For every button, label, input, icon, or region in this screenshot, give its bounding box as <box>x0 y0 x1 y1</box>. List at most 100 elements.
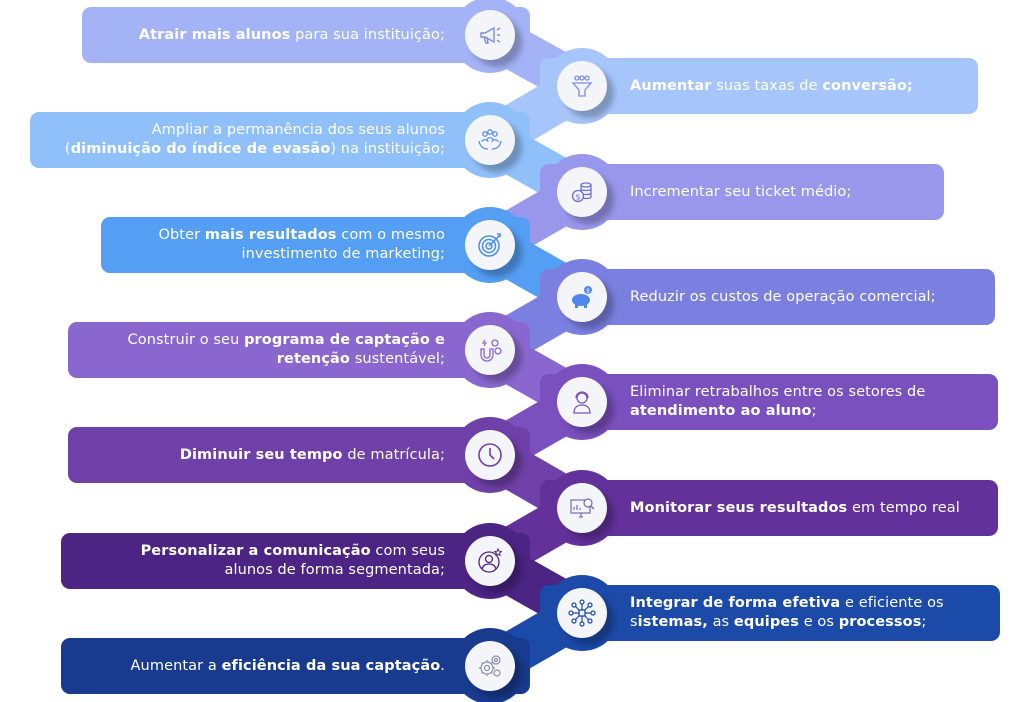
bold-segment: Integrar de forma efetiva <box>630 595 841 611</box>
benefit-text-line: Aumentar suas taxas de conversão; <box>630 77 913 96</box>
benefit-text: Ampliar a permanência dos seus alunos (di… <box>65 121 445 159</box>
benefit-text-line: investimento de marketing; <box>158 245 445 264</box>
benefit-text-line: Diminuir seu tempo de matrícula; <box>180 446 445 465</box>
text-segment: de matrícula; <box>342 446 445 463</box>
text-segment: ) na instituição; <box>330 141 445 157</box>
benefit-text-line: retenção sustentável; <box>128 350 445 369</box>
benefit-text: Reduzir os custos de operação comercial; <box>630 288 936 307</box>
text-segment: suas taxas de <box>711 77 823 94</box>
text-segment: Obter <box>158 227 205 243</box>
benefit-text-line: sistemas, as equipes e os processos; <box>630 613 944 632</box>
benefit-item-4: Incrementar seu ticket médio; <box>540 164 944 220</box>
benefit-item-6: Reduzir os custos de operação comercial; <box>540 269 995 325</box>
text-segment: com seus <box>370 543 445 559</box>
benefit-text-line: Ampliar a permanência dos seus alunos <box>65 121 445 140</box>
bold-segment: processos <box>838 614 922 630</box>
benefit-text-line: Aumentar a eficiência da sua captação. <box>131 657 445 676</box>
benefit-text-line: Integrar de forma efetiva e eficiente os <box>630 594 944 613</box>
benefit-item-13: Aumentar a eficiência da sua captação. <box>61 638 530 694</box>
text-segment: com o mesmo <box>336 227 445 243</box>
benefit-item-2: Aumentar suas taxas de conversão; <box>540 58 978 114</box>
benefit-text-line: Personalizar a comunicação com seus <box>141 542 445 561</box>
bold-segment: istemas, <box>637 614 708 630</box>
benefit-text: Aumentar a eficiência da sua captação. <box>131 657 445 676</box>
network-icon <box>557 588 607 638</box>
benefit-text: Atrair mais alunos para sua instituição; <box>139 26 445 45</box>
bold-segment: conversão; <box>822 77 913 94</box>
bold-segment: Aumentar <box>630 77 712 94</box>
user-star-icon <box>465 536 515 586</box>
text-segment: . <box>440 657 445 674</box>
text-segment: e eficiente os <box>840 595 944 611</box>
text-segment: e os <box>798 614 839 630</box>
text-segment: investimento de marketing; <box>241 246 445 262</box>
text-segment: Reduzir os custos de operação comercial; <box>630 288 936 305</box>
text-segment: ; <box>811 403 817 419</box>
benefit-text: Diminuir seu tempo de matrícula; <box>180 446 445 465</box>
text-segment: em tempo real <box>847 499 960 516</box>
benefit-text: Eliminar retrabalhos entre os setores de… <box>630 383 925 421</box>
text-segment: Construir o seu <box>127 332 245 348</box>
text-segment: ( <box>64 141 71 157</box>
text-segment: as <box>707 614 734 630</box>
target-icon <box>465 220 515 270</box>
benefit-text-line: Obter mais resultados com o mesmo <box>158 226 445 245</box>
gears-icon <box>465 641 515 691</box>
bold-segment: Atrair mais alunos <box>138 26 291 43</box>
monitor-analytics-icon <box>557 483 607 533</box>
benefit-text: Monitorar seus resultados em tempo real <box>630 499 960 518</box>
megaphone-icon <box>465 10 515 60</box>
text-segment: Ampliar a permanência dos seus alunos <box>151 122 445 138</box>
bold-segment: Personalizar a comunicação <box>140 543 371 559</box>
support-agent-icon <box>557 377 607 427</box>
bold-segment: programa de captação e <box>244 332 445 348</box>
magnet-people-icon <box>465 325 515 375</box>
benefit-text-line: (diminuição do índice de evasão) na inst… <box>65 140 445 159</box>
benefit-item-12: Integrar de forma efetiva e eficiente os… <box>540 585 1000 641</box>
benefit-item-9: Diminuir seu tempo de matrícula; <box>68 427 530 483</box>
coins-icon: $ <box>557 167 607 217</box>
piggy-bank-icon: $ <box>557 272 607 322</box>
people-hands-icon <box>465 115 515 165</box>
svg-text:$: $ <box>575 193 580 202</box>
benefit-text: Integrar de forma efetiva e eficiente os… <box>630 594 944 632</box>
benefit-text-line: Monitorar seus resultados em tempo real <box>630 499 960 518</box>
bold-segment: diminuição do índice de evasão <box>70 141 331 157</box>
bold-segment: Diminuir seu tempo <box>179 446 343 463</box>
text-segment: para sua instituição; <box>290 26 445 43</box>
benefit-item-8: Eliminar retrabalhos entre os setores de… <box>540 374 998 430</box>
benefit-item-3: Ampliar a permanência dos seus alunos (di… <box>30 112 530 168</box>
bold-segment: retenção <box>276 351 350 367</box>
text-segment: Eliminar retrabalhos entre os setores de <box>630 384 926 400</box>
benefit-text-line: Reduzir os custos de operação comercial; <box>630 288 936 307</box>
benefit-text: Aumentar suas taxas de conversão; <box>630 77 913 96</box>
benefit-text-line: alunos de forma segmentada; <box>141 561 445 580</box>
text-segment: sustentável; <box>350 351 445 367</box>
clock-icon <box>465 430 515 480</box>
bold-segment: mais resultados <box>204 227 337 243</box>
funnel-icon <box>557 61 607 111</box>
benefit-item-10: Monitorar seus resultados em tempo real <box>540 480 998 536</box>
benefit-text-line: Atrair mais alunos para sua instituição; <box>139 26 445 45</box>
benefit-text-line: Construir o seu programa de captação e <box>128 331 445 350</box>
text-segment: s <box>630 614 638 630</box>
benefit-item-1: Atrair mais alunos para sua instituição; <box>82 7 530 63</box>
benefit-text-line: atendimento ao aluno; <box>630 402 925 421</box>
svg-text:$: $ <box>586 288 590 295</box>
bold-segment: atendimento ao aluno <box>630 403 812 419</box>
text-segment: Aumentar a <box>130 657 222 674</box>
bold-segment: equipes <box>733 614 799 630</box>
bold-segment: eficiência da sua captação <box>221 657 441 674</box>
bold-segment: Monitorar seus resultados <box>630 499 848 516</box>
benefit-text: Incrementar seu ticket médio; <box>630 183 851 202</box>
text-segment: ; <box>921 614 927 630</box>
text-segment: Incrementar seu ticket médio; <box>630 183 852 200</box>
text-segment: alunos de forma segmentada; <box>224 562 445 578</box>
benefit-text-line: Eliminar retrabalhos entre os setores de <box>630 383 925 402</box>
